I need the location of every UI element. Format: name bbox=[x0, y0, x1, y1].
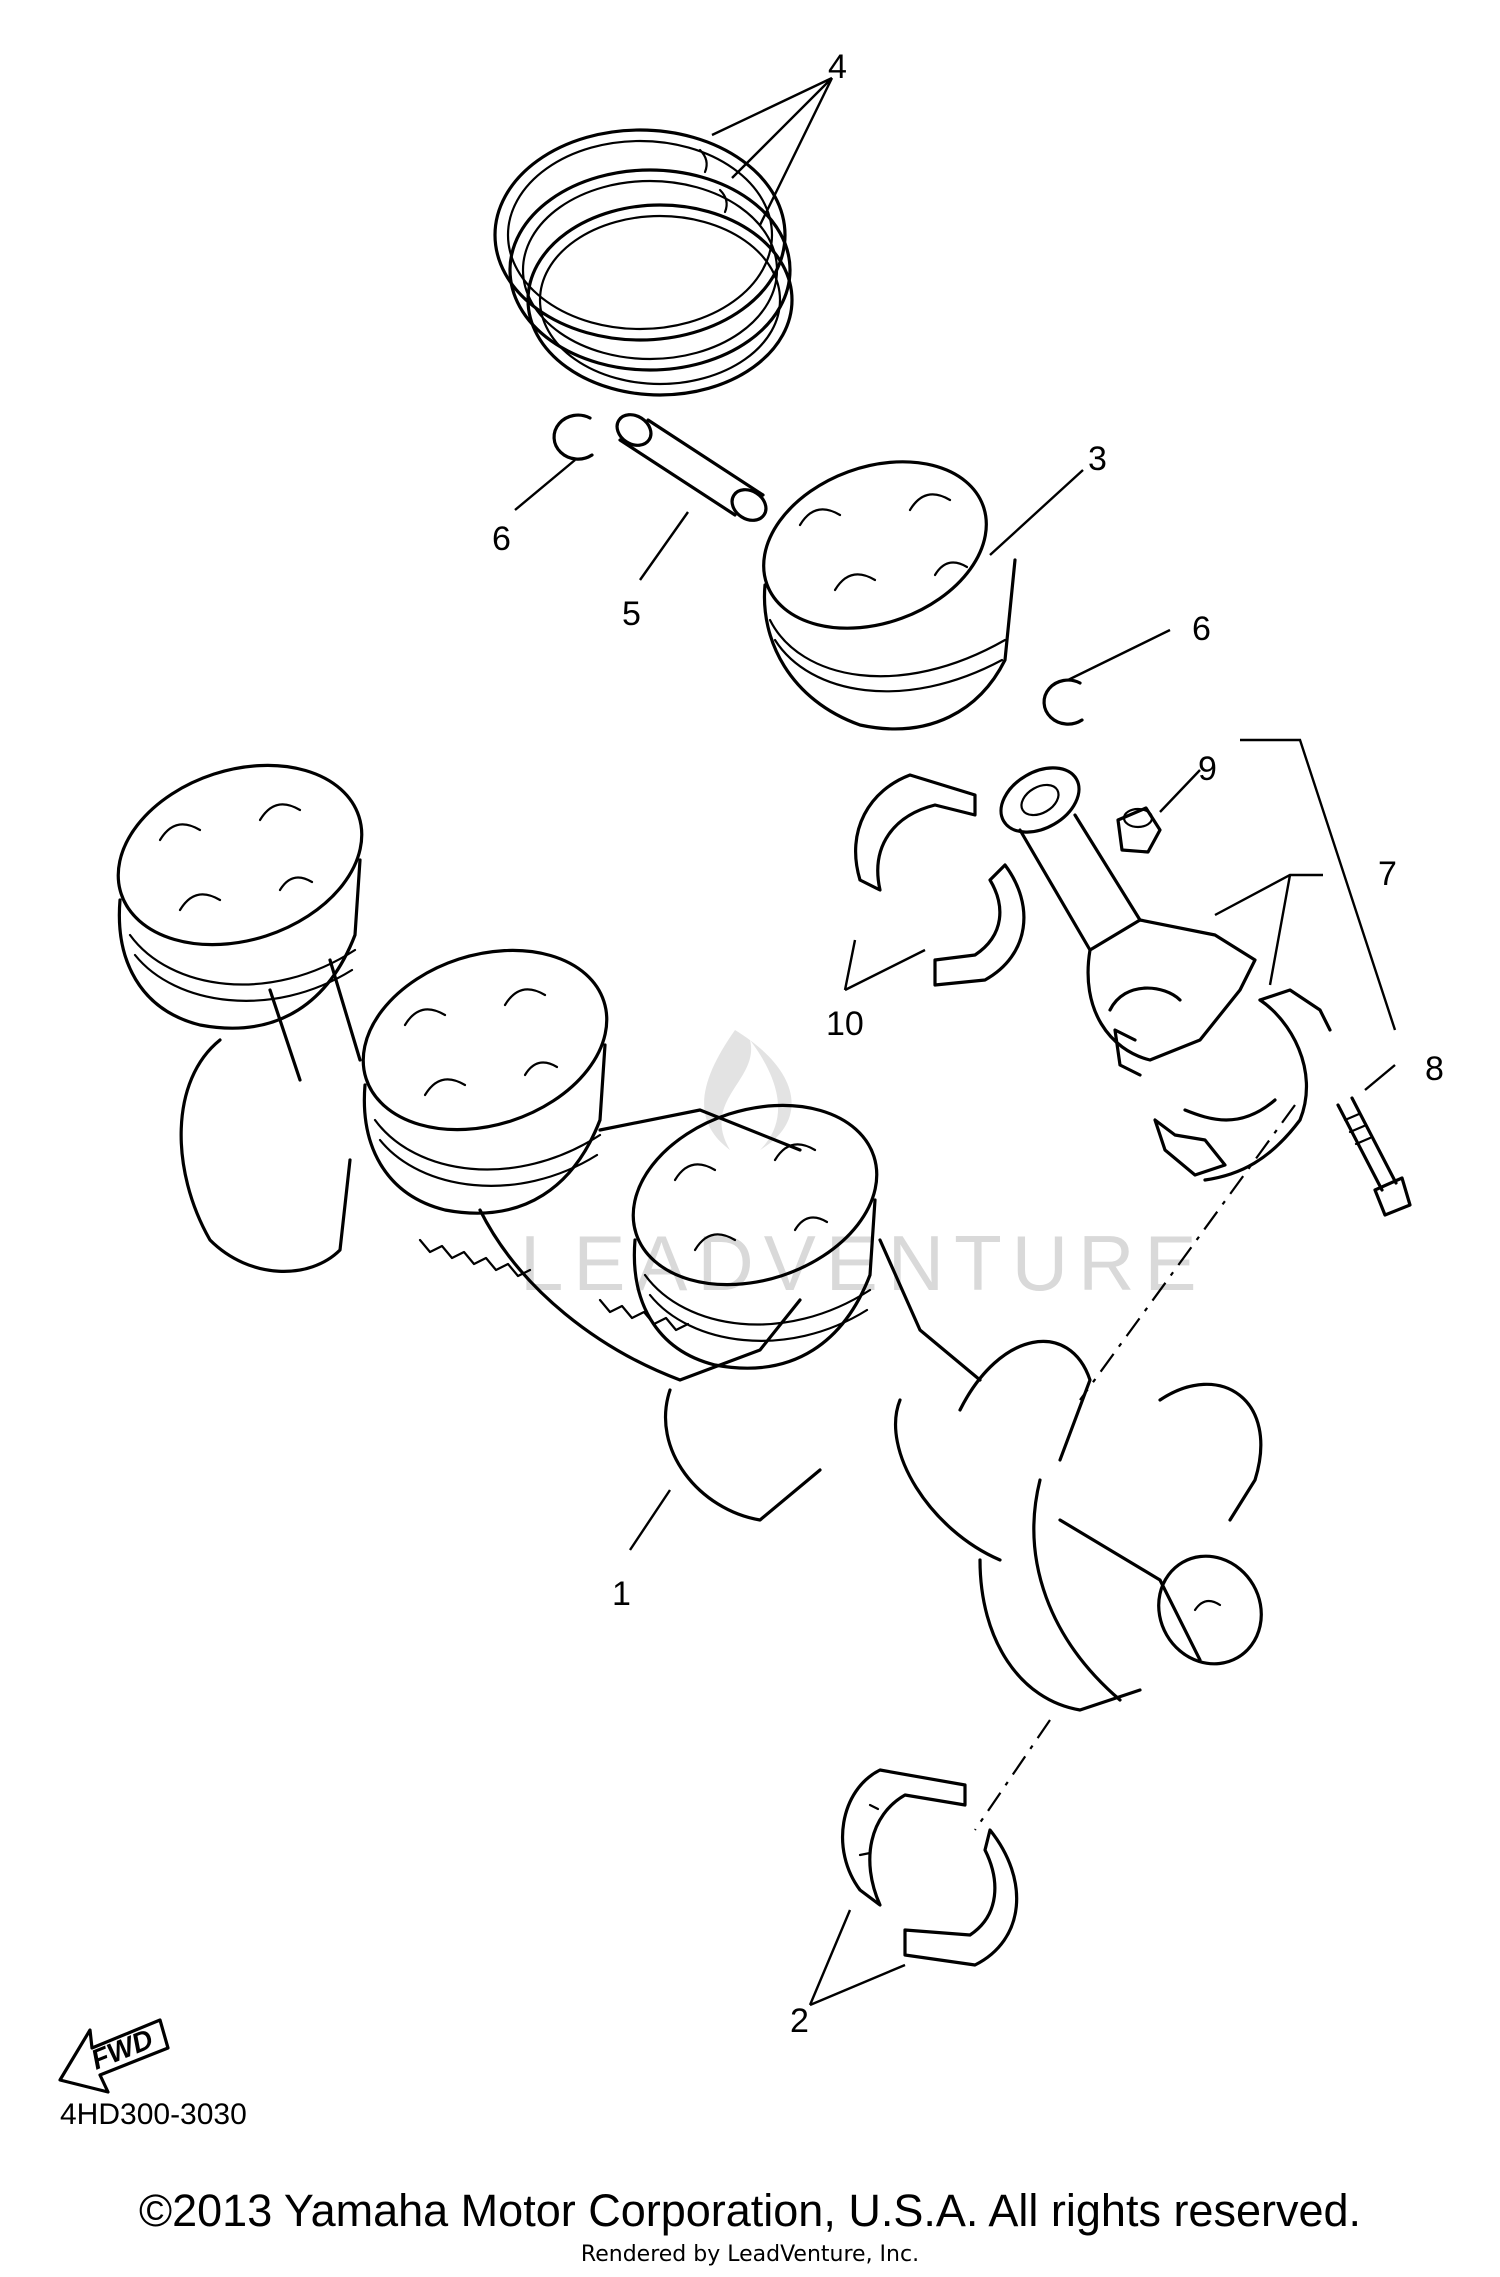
connecting-rod-cap bbox=[1153, 988, 1332, 1182]
callout-10: 10 bbox=[826, 1005, 864, 1043]
piston-pin bbox=[615, 413, 768, 522]
main-bearings bbox=[840, 1768, 1019, 1967]
callout-8: 8 bbox=[1425, 1050, 1444, 1088]
copyright-text: ©2013 Yamaha Motor Corporation, U.S.A. A… bbox=[138, 2185, 1362, 2236]
callout-6-right: 6 bbox=[1192, 610, 1211, 648]
circlip-right bbox=[1042, 678, 1084, 726]
callout-6-left: 6 bbox=[492, 520, 511, 558]
callout-2: 2 bbox=[790, 2002, 809, 2040]
leadventure-watermark: LEADVENTURE bbox=[520, 1030, 1206, 1307]
crankshaft-assembly bbox=[116, 763, 1263, 1712]
diagram-code: 4HD300-3030 bbox=[60, 2098, 247, 2131]
callout-1: 1 bbox=[612, 1575, 631, 1613]
connecting-rod bbox=[999, 766, 1257, 1077]
conrod-bearings bbox=[854, 773, 1026, 987]
conrod-nut bbox=[1116, 806, 1162, 854]
callout-5: 5 bbox=[622, 595, 641, 633]
forward-arrow-icon: FWD bbox=[58, 2018, 170, 2094]
callout-3: 3 bbox=[1088, 440, 1107, 478]
alignment-lines bbox=[974, 1104, 1296, 1831]
circlip-left bbox=[552, 413, 594, 461]
callout-7: 7 bbox=[1378, 855, 1397, 893]
leader-lines bbox=[514, 76, 1397, 2007]
watermark-text: LEADVENTURE bbox=[520, 1219, 1206, 1307]
callout-numbers: 1 2 3 4 5 6 6 7 8 9 10 bbox=[492, 48, 1444, 2040]
piston bbox=[762, 460, 1017, 731]
conrod-bolt bbox=[1336, 1096, 1412, 1217]
callout-4: 4 bbox=[828, 48, 847, 86]
callout-9: 9 bbox=[1198, 750, 1217, 788]
rendered-by-text: Rendered by LeadVenture, Inc. bbox=[580, 2242, 920, 2267]
piston-rings bbox=[493, 128, 794, 397]
